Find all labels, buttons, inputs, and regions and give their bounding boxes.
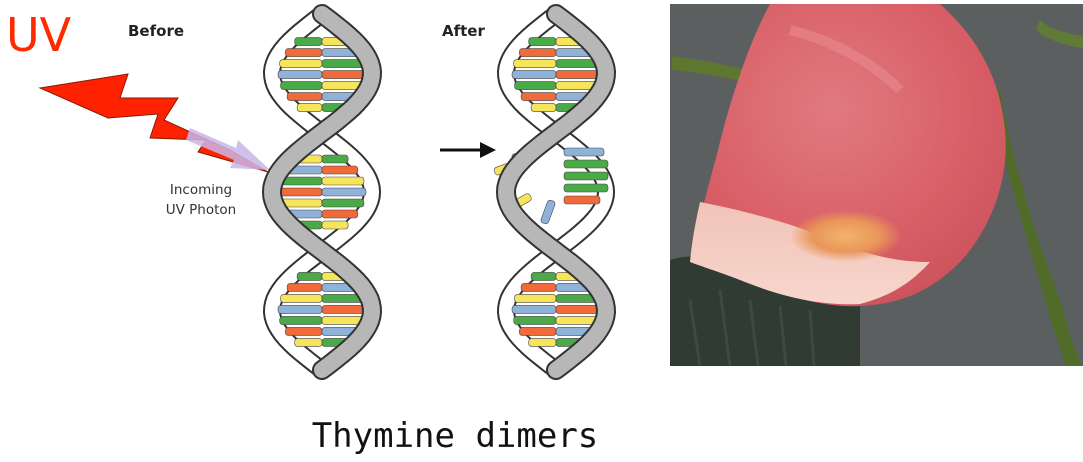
base-left — [531, 104, 556, 112]
base-left — [514, 316, 556, 324]
base-right — [322, 305, 366, 313]
base-right — [322, 221, 348, 229]
base-left — [514, 60, 556, 68]
photon-label-line2: UV Photon — [156, 200, 246, 220]
base-left — [278, 71, 322, 79]
base-left — [287, 283, 322, 291]
base-left — [295, 38, 322, 46]
base-right — [322, 210, 358, 218]
base-fragment — [564, 160, 608, 168]
base-right — [322, 71, 366, 79]
base-left — [512, 71, 556, 79]
sunburned-leg-photo — [670, 4, 1083, 366]
base-left — [285, 49, 322, 57]
base-left — [280, 60, 322, 68]
base-right — [322, 155, 348, 163]
base-left — [287, 93, 322, 101]
base-left — [278, 305, 322, 313]
base-right — [322, 166, 358, 174]
base-fragment — [564, 148, 604, 156]
thymine-dimer-base — [540, 199, 556, 224]
base-left — [297, 272, 322, 280]
base-left — [529, 38, 556, 46]
base-left — [519, 49, 556, 57]
base-left — [515, 82, 556, 90]
photon-label-line1: Incoming — [156, 180, 246, 200]
base-left — [515, 294, 556, 302]
base-left — [521, 283, 556, 291]
base-right — [322, 199, 364, 207]
base-left — [529, 338, 556, 346]
base-left — [295, 338, 322, 346]
after-label: After — [442, 22, 485, 40]
base-fragment — [564, 172, 608, 180]
uv-label: UV — [6, 12, 71, 58]
base-fragment — [564, 184, 608, 192]
base-left — [280, 316, 322, 324]
base-left — [512, 305, 556, 313]
photon-arrow — [186, 128, 270, 170]
base-right — [556, 305, 600, 313]
base-right — [322, 177, 364, 185]
dna-helix-after — [493, 14, 608, 370]
incoming-uv-photon-label: Incoming UV Photon — [156, 180, 246, 220]
base-right — [556, 71, 600, 79]
base-left — [297, 104, 322, 112]
base-left — [531, 272, 556, 280]
before-label: Before — [128, 22, 184, 40]
base-left — [521, 93, 556, 101]
damage-pointer-arrow — [440, 142, 496, 158]
base-left — [278, 188, 322, 196]
base-right — [322, 188, 366, 196]
slide-caption: Thymine dimers — [290, 416, 620, 456]
base-left — [285, 327, 322, 335]
base-left — [281, 82, 322, 90]
dna-helix-before — [272, 14, 372, 370]
base-left — [281, 294, 322, 302]
base-fragment — [564, 196, 600, 204]
base-left — [519, 327, 556, 335]
